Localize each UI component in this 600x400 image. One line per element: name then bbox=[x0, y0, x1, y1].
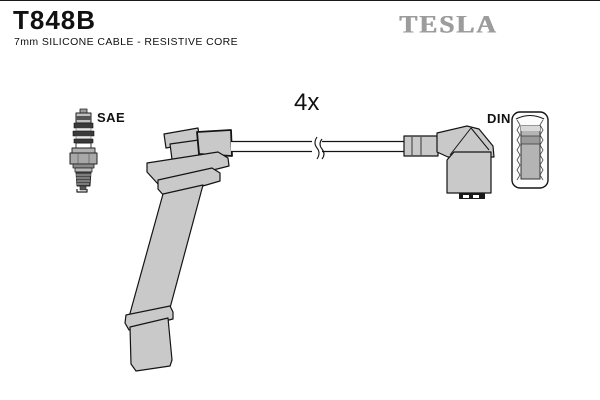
tesla-brand-logo: TESLA bbox=[399, 10, 498, 38]
part-number-title: T848B bbox=[13, 5, 97, 35]
product-subtitle: 7mm SILICONE CABLE - RESISTIVE CORE bbox=[14, 36, 239, 48]
din-plug-connector-illustration bbox=[403, 125, 495, 199]
cable-break-mark bbox=[312, 136, 325, 160]
plug-boot-illustration bbox=[124, 127, 233, 372]
din-connector-label: DIN bbox=[487, 111, 511, 126]
spark-plug-illustration bbox=[69, 108, 98, 193]
top-border-line bbox=[0, 0, 600, 1]
ignition-cable-illustration bbox=[231, 136, 406, 160]
sae-plug-label: SAE bbox=[97, 110, 126, 125]
din-terminal-illustration bbox=[511, 111, 549, 189]
quantity-label: 4x bbox=[294, 89, 320, 116]
